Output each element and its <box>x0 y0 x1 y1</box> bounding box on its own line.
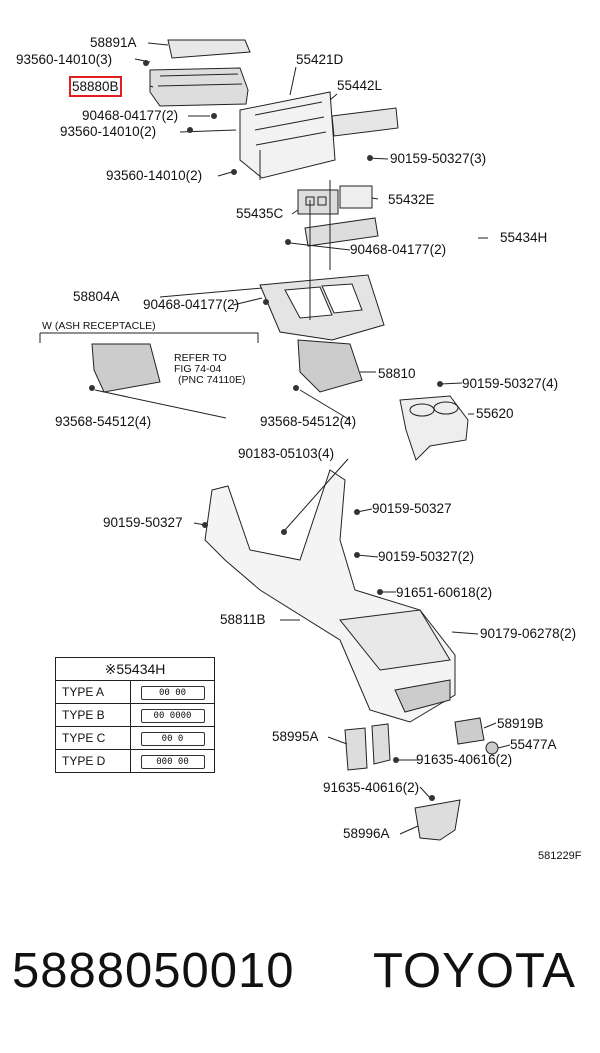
label-93568-4a: 93568-54512(4) <box>55 414 152 429</box>
ash-receptacle-shape <box>91 343 161 393</box>
label-58811b: 58811B <box>220 612 266 627</box>
legend-row: TYPE A 00 00 <box>55 680 215 704</box>
fastener-icon <box>211 113 217 119</box>
brand-name: TOYOTA <box>373 944 576 998</box>
label-58995a: 58995A <box>272 729 319 744</box>
fastener-icon <box>367 155 373 161</box>
label-58804a: 58804A <box>73 289 120 304</box>
fastener-icon <box>263 299 269 305</box>
label-55434h: 55434H <box>500 230 548 245</box>
box-58810-shape <box>297 339 363 393</box>
fastener-icon <box>354 552 360 558</box>
label-90468-2b: 90468-04177(2) <box>350 242 447 257</box>
legend-row: TYPE C 00 0 <box>55 726 215 750</box>
fastener-icon <box>202 522 208 528</box>
legend-type: TYPE D <box>55 749 131 773</box>
bracket-58996a-shape <box>414 799 461 841</box>
fastener-icon <box>437 381 443 387</box>
label-90159-a: 90159-50327 <box>103 515 183 530</box>
fastener-icon <box>231 169 237 175</box>
fastener-icon <box>393 757 399 763</box>
switch-layout-icon: 00 0000 <box>140 709 205 723</box>
part-58919b-shape <box>454 717 485 745</box>
legend-header: ※55434H <box>55 657 215 681</box>
panel-part-shape <box>239 91 336 179</box>
fastener-icon <box>285 239 291 245</box>
bracket-58995a-shape <box>344 727 368 771</box>
fastener-icon <box>377 589 383 595</box>
lid-part-shape <box>167 39 251 59</box>
switch-type-legend: ※55434H TYPE A 00 00 TYPE B 00 0000 TYPE… <box>55 657 215 773</box>
fastener-icon <box>429 795 435 801</box>
box-part-shape <box>149 67 249 107</box>
label-58891a: 58891A <box>90 35 137 50</box>
fastener-icon <box>281 529 287 535</box>
label-55421d: 55421D <box>296 52 344 67</box>
label-93560-2a: 93560-14010(2) <box>60 124 157 139</box>
label-ash-receptacle: W (ASH RECEPTACLE) <box>42 320 156 332</box>
label-90183-4: 90183-05103(4) <box>238 446 335 461</box>
label-55432e: 55432E <box>388 192 435 207</box>
diagram-drawing <box>39 39 511 841</box>
switch-plate-e-shape <box>339 185 373 209</box>
label-93560-3: 93560-14010(3) <box>16 52 113 67</box>
label-90468-2c: 90468-04177(2) <box>143 297 240 312</box>
fastener-icon <box>187 127 193 133</box>
label-55477a: 55477A <box>510 737 557 752</box>
label-58810: 58810 <box>378 366 416 381</box>
label-58880b: 58880B <box>69 76 122 97</box>
label-91635-2b: 91635-40616(2) <box>323 780 420 795</box>
label-90159-4: 90159-50327(4) <box>462 376 559 391</box>
label-90468-2a: 90468-04177(2) <box>82 108 179 123</box>
label-58919b: 58919B <box>497 716 544 731</box>
switch-layout-icon: 00 0 <box>140 732 205 746</box>
label-55620: 55620 <box>476 406 514 421</box>
label-93560-2b: 93560-14010(2) <box>106 168 203 183</box>
fastener-icon <box>354 509 360 515</box>
label-58996a: 58996A <box>343 826 390 841</box>
legend-type: TYPE A <box>55 680 131 704</box>
label-55435c: 55435C <box>236 206 284 221</box>
label-90159-2: 90159-50327(2) <box>378 549 475 564</box>
fastener-icon <box>89 385 95 391</box>
switch-layout-icon: 00 00 <box>140 686 205 700</box>
label-90159-3: 90159-50327(3) <box>390 151 487 166</box>
legend-row: TYPE D 000 00 <box>55 749 215 773</box>
plate-part-shape <box>331 107 399 137</box>
parts-diagram: 58891A 93560-14010(3) 58880B 55421D 5544… <box>16 35 582 862</box>
label-refer-pnc: (PNC 74110E) <box>178 374 246 386</box>
label-90179-2: 90179-06278(2) <box>480 626 577 641</box>
fastener-icon <box>293 385 299 391</box>
legend-type: TYPE B <box>55 703 131 727</box>
legend-type: TYPE C <box>55 726 131 750</box>
fastener-icon <box>143 60 149 66</box>
label-refer-to: REFER TO <box>174 352 227 364</box>
diagram-code: 581229F <box>538 850 582 862</box>
label-91635-2a: 91635-40616(2) <box>416 752 513 767</box>
legend-row: TYPE B 00 0000 <box>55 703 215 727</box>
label-refer-fig: FIG 74-04 <box>174 363 222 375</box>
part-number: 5888050010 <box>12 944 295 998</box>
label-93568-4b: 93568-54512(4) <box>260 414 357 429</box>
label-55442l: 55442L <box>337 78 383 93</box>
label-90159-b: 90159-50327 <box>372 501 452 516</box>
switch-layout-icon: 000 00 <box>140 755 205 769</box>
cup-holder-shape <box>399 395 469 461</box>
switch-assy-shape <box>304 217 379 247</box>
label-91651-2: 91651-60618(2) <box>396 585 493 600</box>
